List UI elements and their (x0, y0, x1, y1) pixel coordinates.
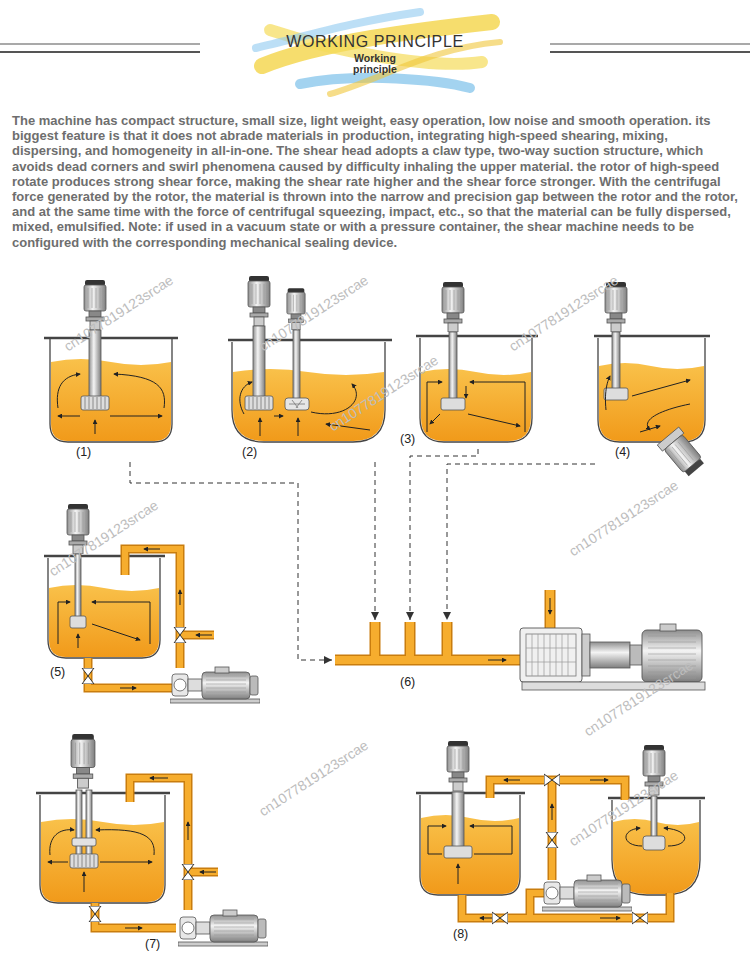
watermark: cn1077819123srcae (581, 657, 696, 740)
tank-8 (416, 741, 705, 924)
process-figure: (6) (332, 620, 706, 694)
label-wrap: cn1077819123srcae (560, 800, 687, 816)
callout-number: (5) (50, 665, 65, 679)
tank-1 (44, 280, 178, 442)
tank-5 (44, 504, 260, 703)
label-wrap: cn1077819123srcae (40, 530, 167, 546)
callout-number: (4) (615, 445, 630, 459)
label-wrap: cn1077819123srcae (560, 510, 687, 526)
process-figure: (1) (40, 280, 185, 462)
subtitle: Working principle (335, 53, 415, 75)
process-figure: (2) (222, 278, 397, 462)
watermark: cn1077819123srcae (506, 272, 621, 355)
label-wrap: The machine has compact structure, small… (12, 113, 738, 250)
process-figure: (5) (40, 505, 255, 710)
callout-number: (6) (400, 675, 415, 689)
process-figure: (8) (415, 745, 715, 945)
label-wrap: cn1077819123srcae (320, 385, 447, 401)
callout-number: (7) (145, 937, 160, 951)
tank-2 (228, 276, 392, 442)
header-brush (256, 12, 500, 94)
watermark: cn1077819123srcae (256, 272, 371, 355)
watermark: cn1077819123srcae (46, 497, 161, 580)
tank-7 (36, 734, 268, 946)
label-wrap: cn1077819123srcae (250, 770, 377, 786)
inline-homogenizer (335, 590, 705, 690)
process-figure: (4) (595, 282, 710, 472)
watermark: cn1077819123srcae (256, 737, 371, 820)
watermark: cn1077819123srcae (61, 272, 176, 355)
callout-number: (3) (400, 432, 415, 446)
flow-connector (130, 462, 332, 660)
label-wrap: cn1077819123srcae (55, 305, 182, 321)
flow-connector (375, 462, 376, 620)
callout-number: (1) (76, 445, 91, 459)
watermark: cn1077819123srcae (326, 352, 441, 435)
label-wrap: cn1077819123srcae (250, 305, 377, 321)
watermark: cn1077819123srcae (566, 767, 681, 850)
description-text: The machine has compact structure, small… (12, 113, 738, 250)
label-wrap: cn1077819123srcae (500, 305, 627, 321)
tank-4 (594, 282, 710, 479)
flow-connector (410, 449, 478, 620)
watermark: cn1077819123srcae (566, 477, 681, 560)
process-figure: (7) (35, 730, 260, 955)
label-wrap: Working principle (335, 53, 415, 75)
callout-number: (8) (453, 927, 468, 941)
process-figure: (3) (400, 282, 538, 449)
callout-number: (2) (242, 445, 257, 459)
label-wrap: cn1077819123srcae (575, 690, 702, 706)
title-wrap: WORKING PRINCIPLE (0, 33, 750, 51)
title: WORKING PRINCIPLE (0, 33, 750, 51)
